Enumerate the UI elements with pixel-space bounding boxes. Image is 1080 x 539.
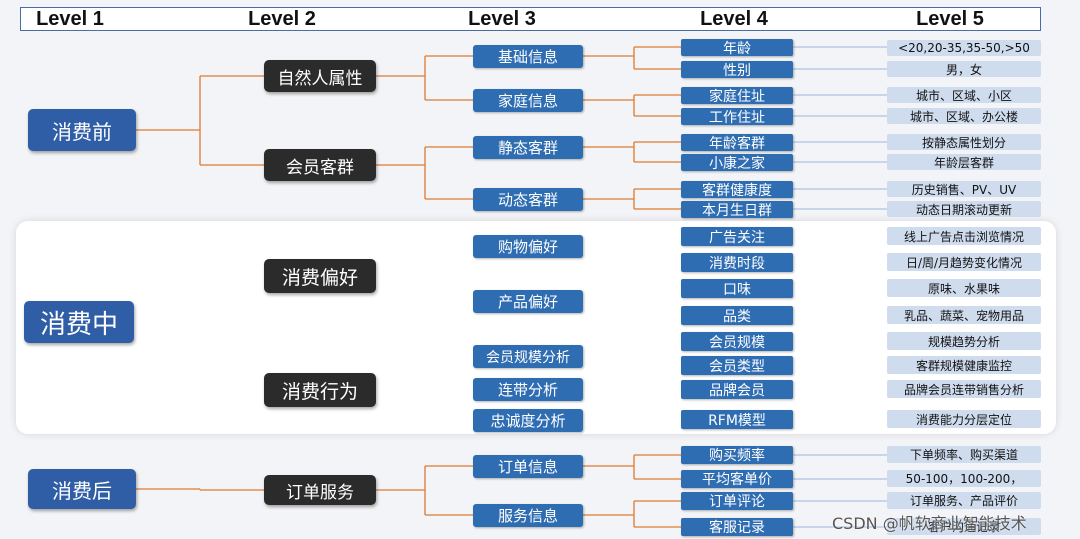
level5-work-address-detail: 城市、区域、办公楼 bbox=[887, 108, 1041, 124]
level5-order-value-ranges: 50-100，100-200， bbox=[887, 470, 1041, 487]
level1-during: 消费中 bbox=[24, 301, 134, 343]
level3-order-info: 订单信息 bbox=[473, 455, 583, 478]
level3-dynamic-segment: 动态客群 bbox=[473, 188, 583, 211]
level5-product-categories: 乳品、蔬菜、宠物用品 bbox=[887, 306, 1041, 324]
header-level-5: Level 5 bbox=[916, 8, 984, 30]
level5-age-ranges: <20,20-35,35-50,>50 bbox=[887, 40, 1041, 56]
level4-order-comments: 订单评论 bbox=[681, 492, 793, 510]
level3-shopping-preference: 购物偏好 bbox=[473, 235, 583, 258]
level4-average-order-value: 平均客单价 bbox=[681, 470, 793, 488]
level4-work-address: 工作住址 bbox=[681, 108, 793, 126]
level4-brand-member: 品牌会员 bbox=[681, 380, 793, 399]
level5-brand-chain-sales: 品牌会员连带销售分析 bbox=[887, 380, 1041, 398]
level5-static-attribute-split: 按静态属性划分 bbox=[887, 134, 1041, 150]
level4-ad-attention: 广告关注 bbox=[681, 227, 793, 246]
level3-member-scale-analysis: 会员规模分析 bbox=[473, 345, 583, 368]
level4-rfm-model: RFM模型 bbox=[681, 410, 793, 429]
level3-service-info: 服务信息 bbox=[473, 504, 583, 527]
level4-consumption-period: 消费时段 bbox=[681, 253, 793, 272]
header-level-2: Level 2 bbox=[248, 8, 316, 30]
level5-rolling-date-update: 动态日期滚动更新 bbox=[887, 201, 1041, 217]
level2-member-segments: 会员客群 bbox=[264, 149, 376, 181]
header-level-1: Level 1 bbox=[36, 8, 104, 30]
level3-loyalty-analysis: 忠诚度分析 bbox=[473, 409, 583, 432]
level2-consumption-behavior: 消费行为 bbox=[264, 373, 376, 407]
level5-trend-changes: 日/周/月趋势变化情况 bbox=[887, 253, 1041, 271]
level5-spending-tiers: 消费能力分层定位 bbox=[887, 410, 1041, 428]
level5-flavor-types: 原味、水果味 bbox=[887, 279, 1041, 297]
level2-order-service: 订单服务 bbox=[264, 475, 376, 505]
level4-flavor: 口味 bbox=[681, 279, 793, 298]
level4-well-off-family: 小康之家 bbox=[681, 154, 793, 172]
level3-product-preference: 产品偏好 bbox=[473, 290, 583, 313]
level5-online-ad-clicks: 线上广告点击浏览情况 bbox=[887, 227, 1041, 245]
level5-order-product-reviews: 订单服务、产品评价 bbox=[887, 492, 1041, 509]
level4-age-segment: 年龄客群 bbox=[681, 134, 793, 152]
header-level-4: Level 4 bbox=[700, 8, 768, 30]
csdn-watermark: CSDN @帆软商业智能技术 bbox=[832, 514, 1027, 533]
level5-sales-pv-uv: 历史销售、PV、UV bbox=[887, 181, 1041, 197]
level4-age: 年龄 bbox=[681, 39, 793, 57]
level4-birthday-group: 本月生日群 bbox=[681, 201, 793, 219]
level4-purchase-frequency: 购买频率 bbox=[681, 446, 793, 464]
level4-home-address: 家庭住址 bbox=[681, 87, 793, 105]
level3-chain-analysis: 连带分析 bbox=[473, 378, 583, 401]
level1-before: 消费前 bbox=[28, 109, 136, 151]
level5-home-address-detail: 城市、区域、小区 bbox=[887, 87, 1041, 103]
level2-natural-attributes: 自然人属性 bbox=[264, 60, 376, 92]
header-bar bbox=[20, 7, 1041, 31]
level2-consumption-preference: 消费偏好 bbox=[264, 259, 376, 293]
level4-gender: 性别 bbox=[681, 61, 793, 79]
level5-gender-values: 男，女 bbox=[887, 61, 1041, 77]
level4-service-records: 客服记录 bbox=[681, 518, 793, 536]
level3-family-info: 家庭信息 bbox=[473, 89, 583, 112]
level5-age-layer-segment: 年龄层客群 bbox=[887, 154, 1041, 170]
level5-scale-trend-analysis: 规模趋势分析 bbox=[887, 332, 1041, 350]
level3-basic-info: 基础信息 bbox=[473, 45, 583, 68]
level4-member-type: 会员类型 bbox=[681, 356, 793, 375]
level3-static-segment: 静态客群 bbox=[473, 136, 583, 159]
level4-member-scale: 会员规模 bbox=[681, 332, 793, 351]
level5-customer-communication: 客户沟通记录 bbox=[887, 518, 1041, 535]
header-level-3: Level 3 bbox=[468, 8, 536, 30]
level5-order-frequency-channel: 下单频率、购买渠道 bbox=[887, 446, 1041, 463]
level4-category: 品类 bbox=[681, 306, 793, 325]
level4-segment-health: 客群健康度 bbox=[681, 181, 793, 199]
level5-segment-health-monitor: 客群规模健康监控 bbox=[887, 356, 1041, 374]
level1-after: 消费后 bbox=[28, 469, 136, 509]
